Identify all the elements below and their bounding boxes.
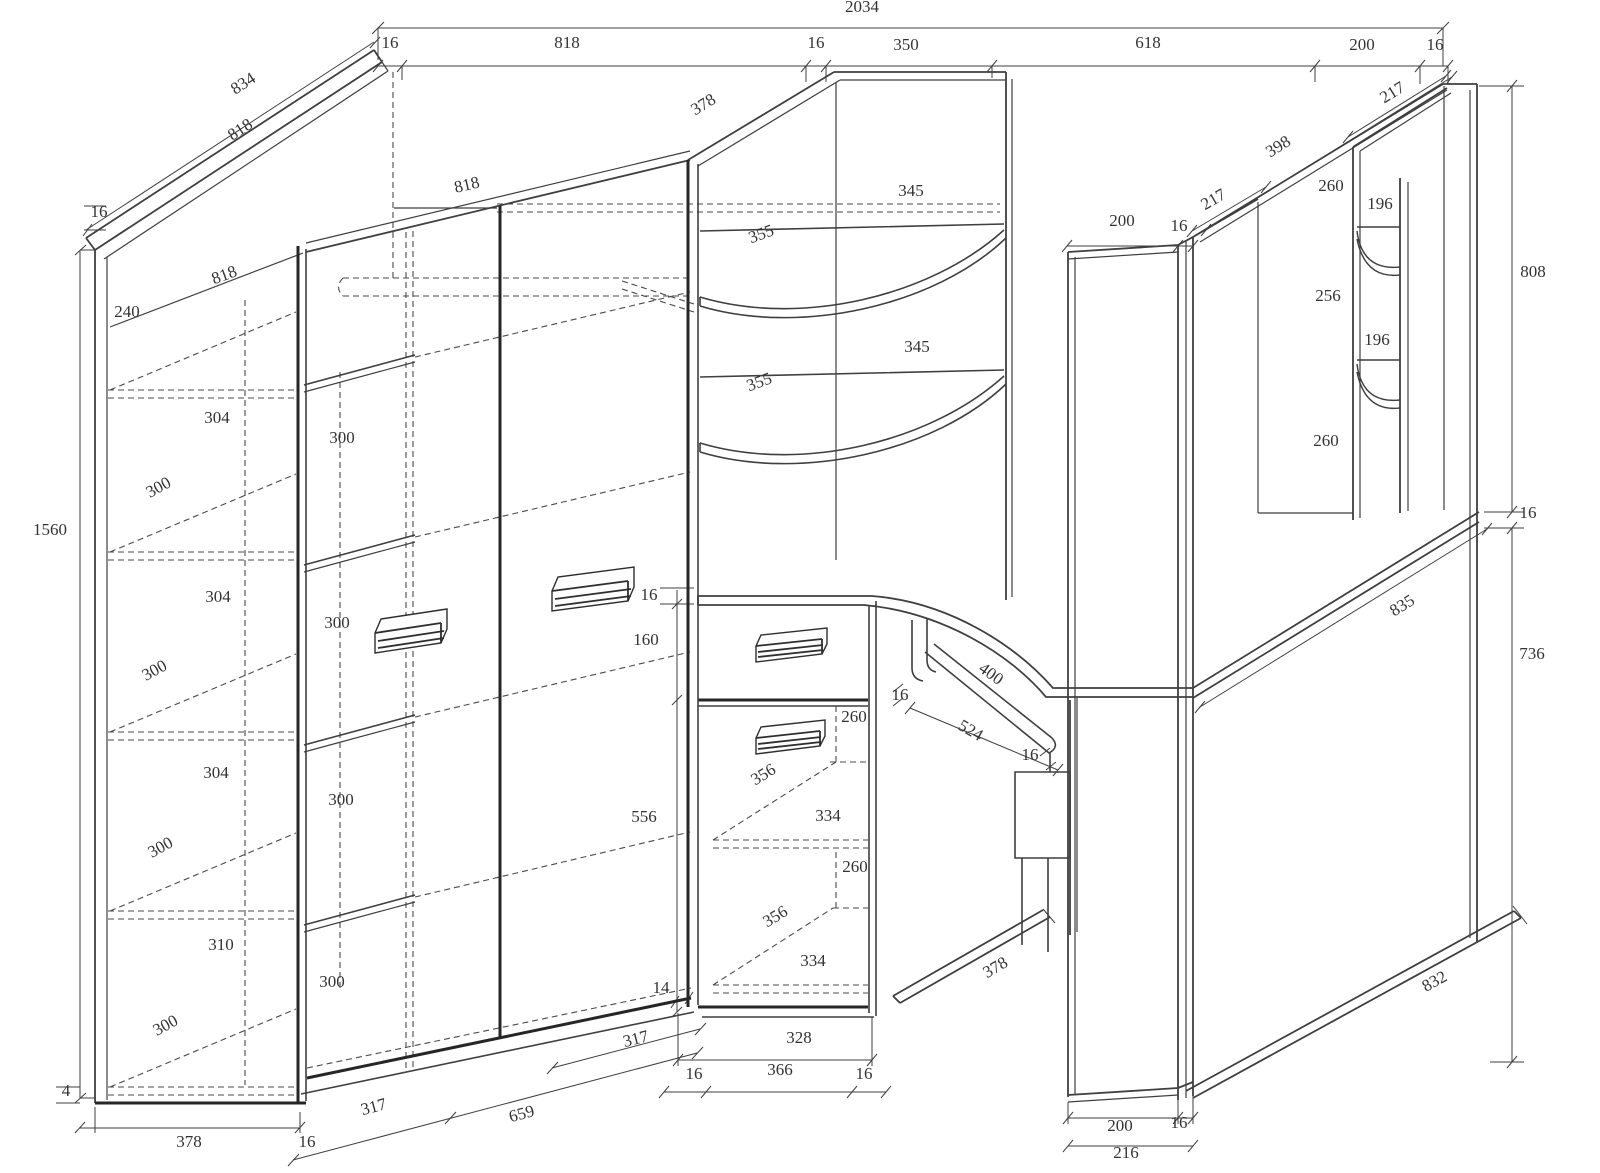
dim-label: 4 bbox=[62, 1081, 71, 1100]
dim-label: 300 bbox=[328, 790, 354, 809]
dim-label: 355 bbox=[746, 221, 776, 248]
medium-edges bbox=[300, 164, 1071, 1101]
dim-label: 300 bbox=[143, 473, 175, 502]
dim-label: 317 bbox=[359, 1094, 389, 1119]
dim-label: 304 bbox=[205, 587, 231, 606]
dim-label: 260 bbox=[1313, 431, 1339, 450]
dim-label: 260 bbox=[842, 857, 868, 876]
dim-label: 378 bbox=[176, 1132, 202, 1151]
dim-labels: 2034 16 818 16 350 618 200 16 834 818 16 818 240 304 3… bbox=[33, 0, 1546, 1162]
dim-label: 16 bbox=[1427, 35, 1444, 54]
dim-label: 350 bbox=[893, 35, 919, 54]
dim-label: 160 bbox=[633, 630, 659, 649]
dim-label: 2034 bbox=[845, 0, 880, 16]
dim-label: 14 bbox=[653, 978, 671, 997]
hidden-guides bbox=[244, 72, 394, 1085]
desk-cabinet-hidden-shelves bbox=[712, 706, 868, 994]
dim-label: 16 bbox=[382, 33, 399, 52]
dim-ticks bbox=[74, 21, 1528, 1167]
dim-label: 345 bbox=[898, 181, 924, 200]
dim-label: 378 bbox=[687, 90, 719, 119]
dim-label: 398 bbox=[1262, 132, 1294, 162]
dimension-lines bbox=[56, 21, 1528, 1167]
dim-label: 16 bbox=[641, 585, 658, 604]
dim-label: 256 bbox=[1315, 286, 1341, 305]
dim-label: 355 bbox=[744, 369, 774, 396]
dim-label: 818 bbox=[209, 262, 239, 289]
shelves-behind-doors bbox=[414, 203, 1000, 898]
corner-curved-shelves bbox=[699, 223, 1007, 465]
dim-label: 300 bbox=[145, 833, 177, 862]
dim-label: 345 bbox=[904, 337, 930, 356]
handles bbox=[374, 566, 828, 755]
dim-label: 200 bbox=[1107, 1116, 1133, 1135]
dim-label: 200 bbox=[1109, 211, 1135, 230]
dim-label: 16 bbox=[91, 202, 108, 221]
dim-label: 310 bbox=[208, 935, 234, 954]
dim-label: 618 bbox=[1135, 33, 1161, 52]
dim-label: 16 bbox=[686, 1064, 703, 1083]
dim-label: 300 bbox=[319, 972, 345, 991]
dim-label: 524 bbox=[955, 716, 987, 745]
dim-label: 1560 bbox=[33, 520, 67, 539]
dim-label: 240 bbox=[114, 302, 140, 321]
dim-label: 216 bbox=[1113, 1143, 1139, 1162]
cabinet-door-handle-detail bbox=[755, 730, 822, 750]
dim-label: 304 bbox=[203, 763, 229, 782]
dim-label: 200 bbox=[1349, 35, 1375, 54]
hanging-rod bbox=[337, 277, 695, 313]
dim-label: 196 bbox=[1367, 194, 1393, 213]
dim-label: 659 bbox=[507, 1101, 537, 1126]
dim-label: 818 bbox=[224, 114, 256, 144]
dim-label: 818 bbox=[554, 33, 580, 52]
door-hidden-edges bbox=[306, 231, 692, 1070]
heavy-edges bbox=[95, 160, 868, 1105]
dim-label: 196 bbox=[1364, 330, 1390, 349]
dim-label: 334 bbox=[815, 806, 841, 825]
dim-label: 556 bbox=[631, 807, 657, 826]
door-handle-left-detail bbox=[374, 622, 445, 649]
dim-label: 334 bbox=[800, 951, 826, 970]
dim-label: 356 bbox=[759, 902, 791, 931]
dim-label: 400 bbox=[975, 658, 1007, 688]
dim-label: 300 bbox=[329, 428, 355, 447]
dim-label: 16 bbox=[1022, 745, 1039, 764]
dim-label: 300 bbox=[139, 656, 171, 685]
outer-panels bbox=[85, 49, 1522, 1103]
dim-label: 217 bbox=[1197, 184, 1229, 213]
dim-label: 736 bbox=[1519, 644, 1545, 663]
wardrobe-shelves-hidden bbox=[108, 311, 297, 1096]
dim-label: 16 bbox=[299, 1132, 316, 1151]
dim-label: 356 bbox=[747, 760, 779, 789]
dim-label: 317 bbox=[621, 1026, 651, 1051]
dim-label: 16 bbox=[856, 1064, 873, 1083]
dim-label: 16 bbox=[892, 685, 909, 704]
drawer-handle-detail bbox=[755, 638, 824, 658]
dim-label: 328 bbox=[786, 1028, 812, 1047]
door-handle-right-detail bbox=[551, 580, 632, 607]
dim-label: 260 bbox=[1318, 176, 1344, 195]
dim-label: 808 bbox=[1520, 262, 1546, 281]
dim-label: 16 bbox=[808, 33, 825, 52]
dim-label: 300 bbox=[324, 613, 350, 632]
dim-line bbox=[56, 27, 1524, 1161]
dim-label: 835 bbox=[1386, 591, 1418, 621]
hidden-lines bbox=[108, 72, 1000, 1096]
dim-label: 378 bbox=[979, 953, 1011, 982]
dim-label: 16 bbox=[1520, 503, 1537, 522]
dim-label: 300 bbox=[150, 1011, 182, 1040]
structure bbox=[85, 49, 1522, 1105]
dim-label: 16 bbox=[1171, 1113, 1188, 1132]
niche-curved-shelves bbox=[1356, 226, 1401, 410]
dim-label: 834 bbox=[227, 68, 259, 98]
dim-label: 304 bbox=[204, 408, 230, 427]
dim-label: 16 bbox=[1171, 216, 1188, 235]
dim-label: 366 bbox=[767, 1060, 793, 1079]
inner-panel-edges bbox=[103, 61, 1471, 1103]
dim-label: 260 bbox=[841, 707, 867, 726]
dim-label: 818 bbox=[452, 173, 481, 197]
